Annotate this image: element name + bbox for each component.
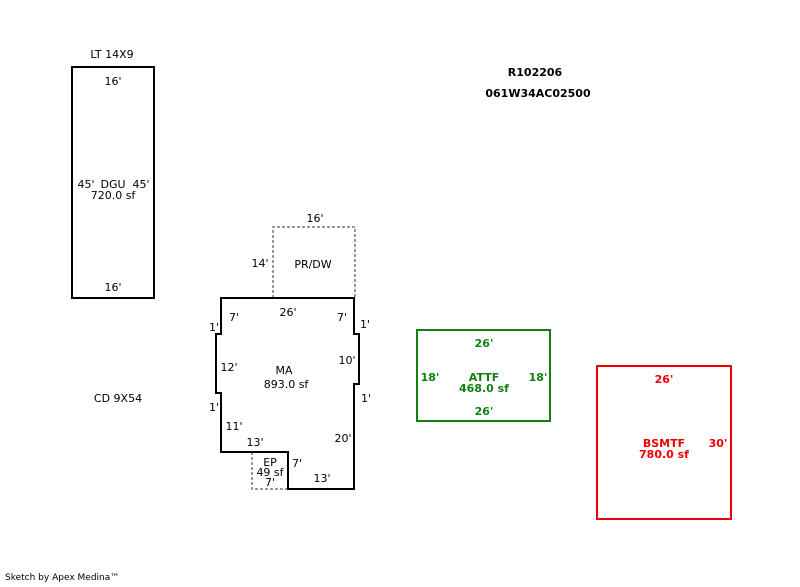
dgu-outline[interactable] bbox=[71, 66, 155, 299]
map-number: 061W34AC02500 bbox=[485, 87, 591, 100]
ma-outline[interactable] bbox=[215, 297, 360, 490]
lt-annotation: LT 14X9 bbox=[90, 48, 133, 61]
ma-right-20-dim: 20' bbox=[334, 432, 351, 445]
bsmtf-area-value: 780.0 sf bbox=[639, 448, 689, 461]
attf-bottom-dim: 26' bbox=[475, 405, 494, 418]
ma-left-12-dim: 12' bbox=[220, 361, 237, 374]
bsmtf-top-dim: 26' bbox=[655, 373, 674, 386]
attf-right-dim: 18' bbox=[529, 371, 548, 384]
ep-label: EP bbox=[263, 456, 277, 469]
prdw-area[interactable]: 16' 14' PR/DW bbox=[251, 212, 356, 298]
attf-outline[interactable] bbox=[416, 329, 551, 422]
ma-right-jog-bottom-dim: 1' bbox=[361, 392, 371, 405]
dgu-left-dim: 45' bbox=[77, 178, 94, 191]
prdw-outline[interactable] bbox=[272, 226, 356, 298]
attf-area-value: 468.0 sf bbox=[459, 382, 509, 395]
bsmtf-outline[interactable] bbox=[596, 365, 732, 520]
dgu-label: DGU bbox=[100, 178, 125, 191]
dgu-area-value: 720.0 sf bbox=[91, 189, 137, 202]
ep-outline[interactable] bbox=[251, 452, 288, 490]
cd-annotation: CD 9X54 bbox=[94, 392, 142, 405]
ma-left-jog-bottom-dim: 1' bbox=[209, 401, 219, 414]
bsmtf-area[interactable]: 26' 30' BSMTF 780.0 sf bbox=[596, 365, 732, 520]
ma-top-right-dim: 7' bbox=[337, 311, 347, 324]
dgu-area[interactable]: 16' 16' 45' DGU 45' 720.0 sf bbox=[71, 66, 155, 299]
dgu-right-dim: 45' bbox=[132, 178, 149, 191]
ma-left-jog-top-dim: 1' bbox=[209, 321, 219, 334]
ma-ep-side-dim: 7' bbox=[292, 457, 302, 470]
ma-area[interactable]: 26' 7' 7' 1' 12' 1' 11' 13' 7' 13' 1' 10… bbox=[209, 297, 371, 490]
sketch-credit: Sketch by Apex Medina™ bbox=[5, 573, 120, 583]
attf-left-dim: 18' bbox=[421, 371, 440, 384]
ma-bottom-right-dim: 13' bbox=[313, 472, 330, 485]
attf-label: ATTF bbox=[469, 371, 499, 384]
ma-top-dim: 26' bbox=[279, 306, 296, 319]
dgu-bottom-dim: 16' bbox=[104, 281, 121, 294]
attf-top-dim: 26' bbox=[475, 337, 494, 350]
ma-top-left-dim: 7' bbox=[229, 311, 239, 324]
ma-right-jog-top-dim: 1' bbox=[360, 318, 370, 331]
prdw-left-dim: 14' bbox=[251, 257, 268, 270]
ma-bottom-left-dim: 13' bbox=[246, 436, 263, 449]
ma-right-10-dim: 10' bbox=[338, 354, 355, 367]
dgu-top-dim: 16' bbox=[104, 75, 121, 88]
ep-bottom-dim: 7' bbox=[265, 476, 275, 489]
prdw-top-dim: 16' bbox=[306, 212, 323, 225]
attf-area[interactable]: 26' 26' 18' 18' ATTF 468.0 sf bbox=[416, 329, 551, 422]
ep-area-value: 49 sf bbox=[256, 466, 284, 479]
ma-area-value: 893.0 sf bbox=[264, 378, 310, 391]
ep-area[interactable]: EP 49 sf 7' bbox=[251, 452, 288, 490]
bsmtf-label: BSMTF bbox=[643, 437, 685, 450]
ma-left-11-dim: 11' bbox=[225, 420, 242, 433]
bsmtf-right-dim: 30' bbox=[709, 437, 728, 450]
prdw-label: PR/DW bbox=[294, 258, 331, 271]
parcel-id: R102206 bbox=[508, 66, 563, 79]
ma-label: MA bbox=[275, 364, 292, 377]
